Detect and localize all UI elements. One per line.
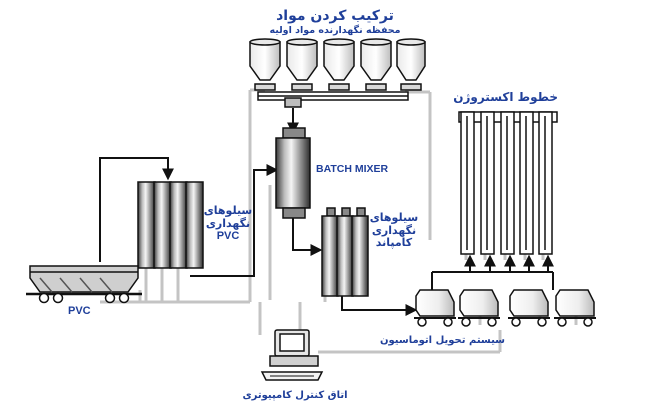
- compound-silos-line-1: سیلوهای: [369, 211, 419, 224]
- black-flow-lines: [99, 108, 554, 316]
- hopper-2: [286, 38, 318, 81]
- hopper-4: [360, 38, 392, 81]
- computer-room-label: اتاق کنترل کامپیوتری: [242, 390, 348, 401]
- compound-silos-line-2: نگهداری: [371, 223, 417, 237]
- delivery-truck-1: [414, 289, 456, 327]
- delivery-truck-2: [458, 289, 500, 327]
- pvc-storage-silos: [137, 181, 204, 269]
- computer-icon: [260, 329, 324, 381]
- delivery-truck-4: [554, 289, 596, 327]
- diagram-title: ترکیب کردن مواد: [276, 8, 394, 24]
- hopper-3: [323, 38, 355, 81]
- batch-mixer-label: BATCH MIXER: [316, 163, 389, 175]
- pvc-silos-label: سیلوهای نگهداری PVC: [200, 204, 256, 243]
- pvc-silos-line-1: سیلوهای: [203, 204, 253, 217]
- auto-delivery-label: سیستم تحویل اتوماسیون: [379, 335, 505, 346]
- batch-mixer: [275, 127, 311, 219]
- delivery-trucks: [414, 289, 596, 327]
- extrusion-lines: [458, 111, 558, 255]
- compound-silos-line-3: کامپاند: [375, 236, 413, 250]
- pvc-silos-line-3: PVC: [216, 230, 240, 243]
- delivery-truck-3: [508, 289, 550, 327]
- pvc-silos-line-2: نگهداری: [205, 216, 251, 230]
- compound-storage-silos: [321, 207, 369, 297]
- hopper-1: [249, 38, 281, 81]
- pvc-label: PVC: [68, 305, 91, 317]
- hopper-outlet-tray: [254, 83, 422, 108]
- compound-silos-label: سیلوهای نگهداری کامپاند: [368, 211, 420, 250]
- hopper-5: [396, 38, 426, 81]
- pvc-rail-car: [26, 265, 142, 304]
- hopper-subtitle: محفظه نگهدارنده مواد اولیه: [269, 25, 401, 36]
- extrusion-lines-label: خطوط اکستروژن: [453, 90, 558, 104]
- raw-material-hoppers: [249, 38, 426, 108]
